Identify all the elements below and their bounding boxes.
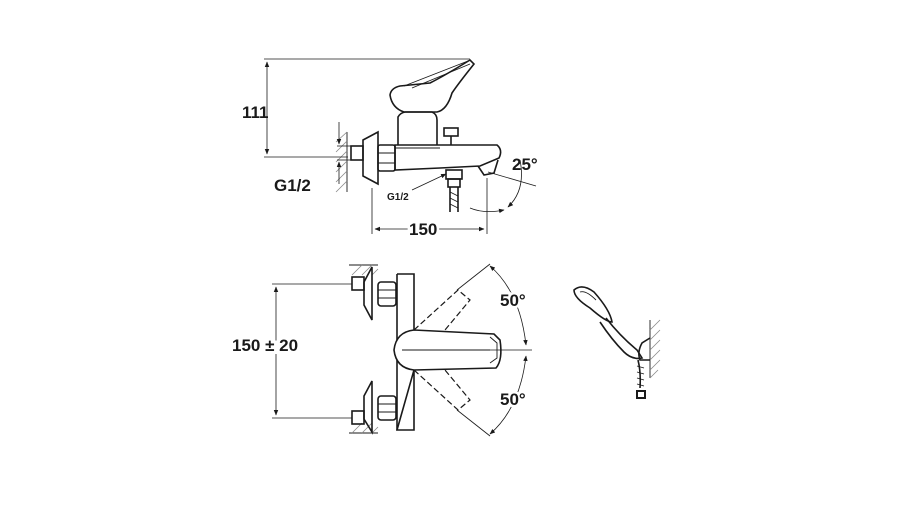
wall-hatch-front-top [349,264,379,276]
shower-head [573,286,613,323]
dim-150-label: 150 [409,220,437,239]
dim-25-label: 25° [512,155,538,174]
escutcheon-side [362,130,379,186]
nut-front-top [377,281,397,307]
lever-side [389,58,476,113]
pipe-stub-front-bottom [351,410,365,425]
thread-outlet-label: G1/2 [387,192,409,203]
dim-25-arc-lower [469,207,505,214]
dim-thread-left-label: G1/2 [274,176,311,195]
front-view: 50° 50° 150 ± 20 [229,263,532,437]
escutcheon-front-bottom [363,380,373,435]
shower-handle [599,317,644,360]
dim-111-label: 111 [242,103,269,122]
nut-front-bottom [377,395,397,421]
dim-50-lower-label: 50° [500,390,526,409]
nut-side [377,144,396,172]
dim-50-arc-upper [489,265,528,346]
mixer-body-front [395,273,415,431]
cartridge-column [397,111,438,145]
pipe-stub-front-top [351,276,365,291]
spout-outlet-side [477,159,499,176]
mixer-body-side [394,144,502,171]
pipe-stub-side [350,145,364,161]
side-view: G1/2 111 G1/2 150 25° [242,58,538,242]
dim-25-arc-upper [507,159,522,208]
wall-hatch-side [335,131,348,193]
dim-50-arc-lower [489,355,528,435]
diverter-knob [443,127,459,137]
dim-spacing-label: 150 ± 20 [232,336,298,355]
outlet-connector [445,169,463,180]
lever-rotated-up [413,289,471,349]
shower-hose [637,359,642,389]
wall-hatch-front-bottom [349,422,379,434]
hand-shower-view [573,286,661,399]
escutcheon-front-top [363,266,373,321]
dim-50-upper-label: 50° [500,291,526,310]
lever-rotated-down [413,351,471,411]
wall-hatch-shower [649,319,661,379]
